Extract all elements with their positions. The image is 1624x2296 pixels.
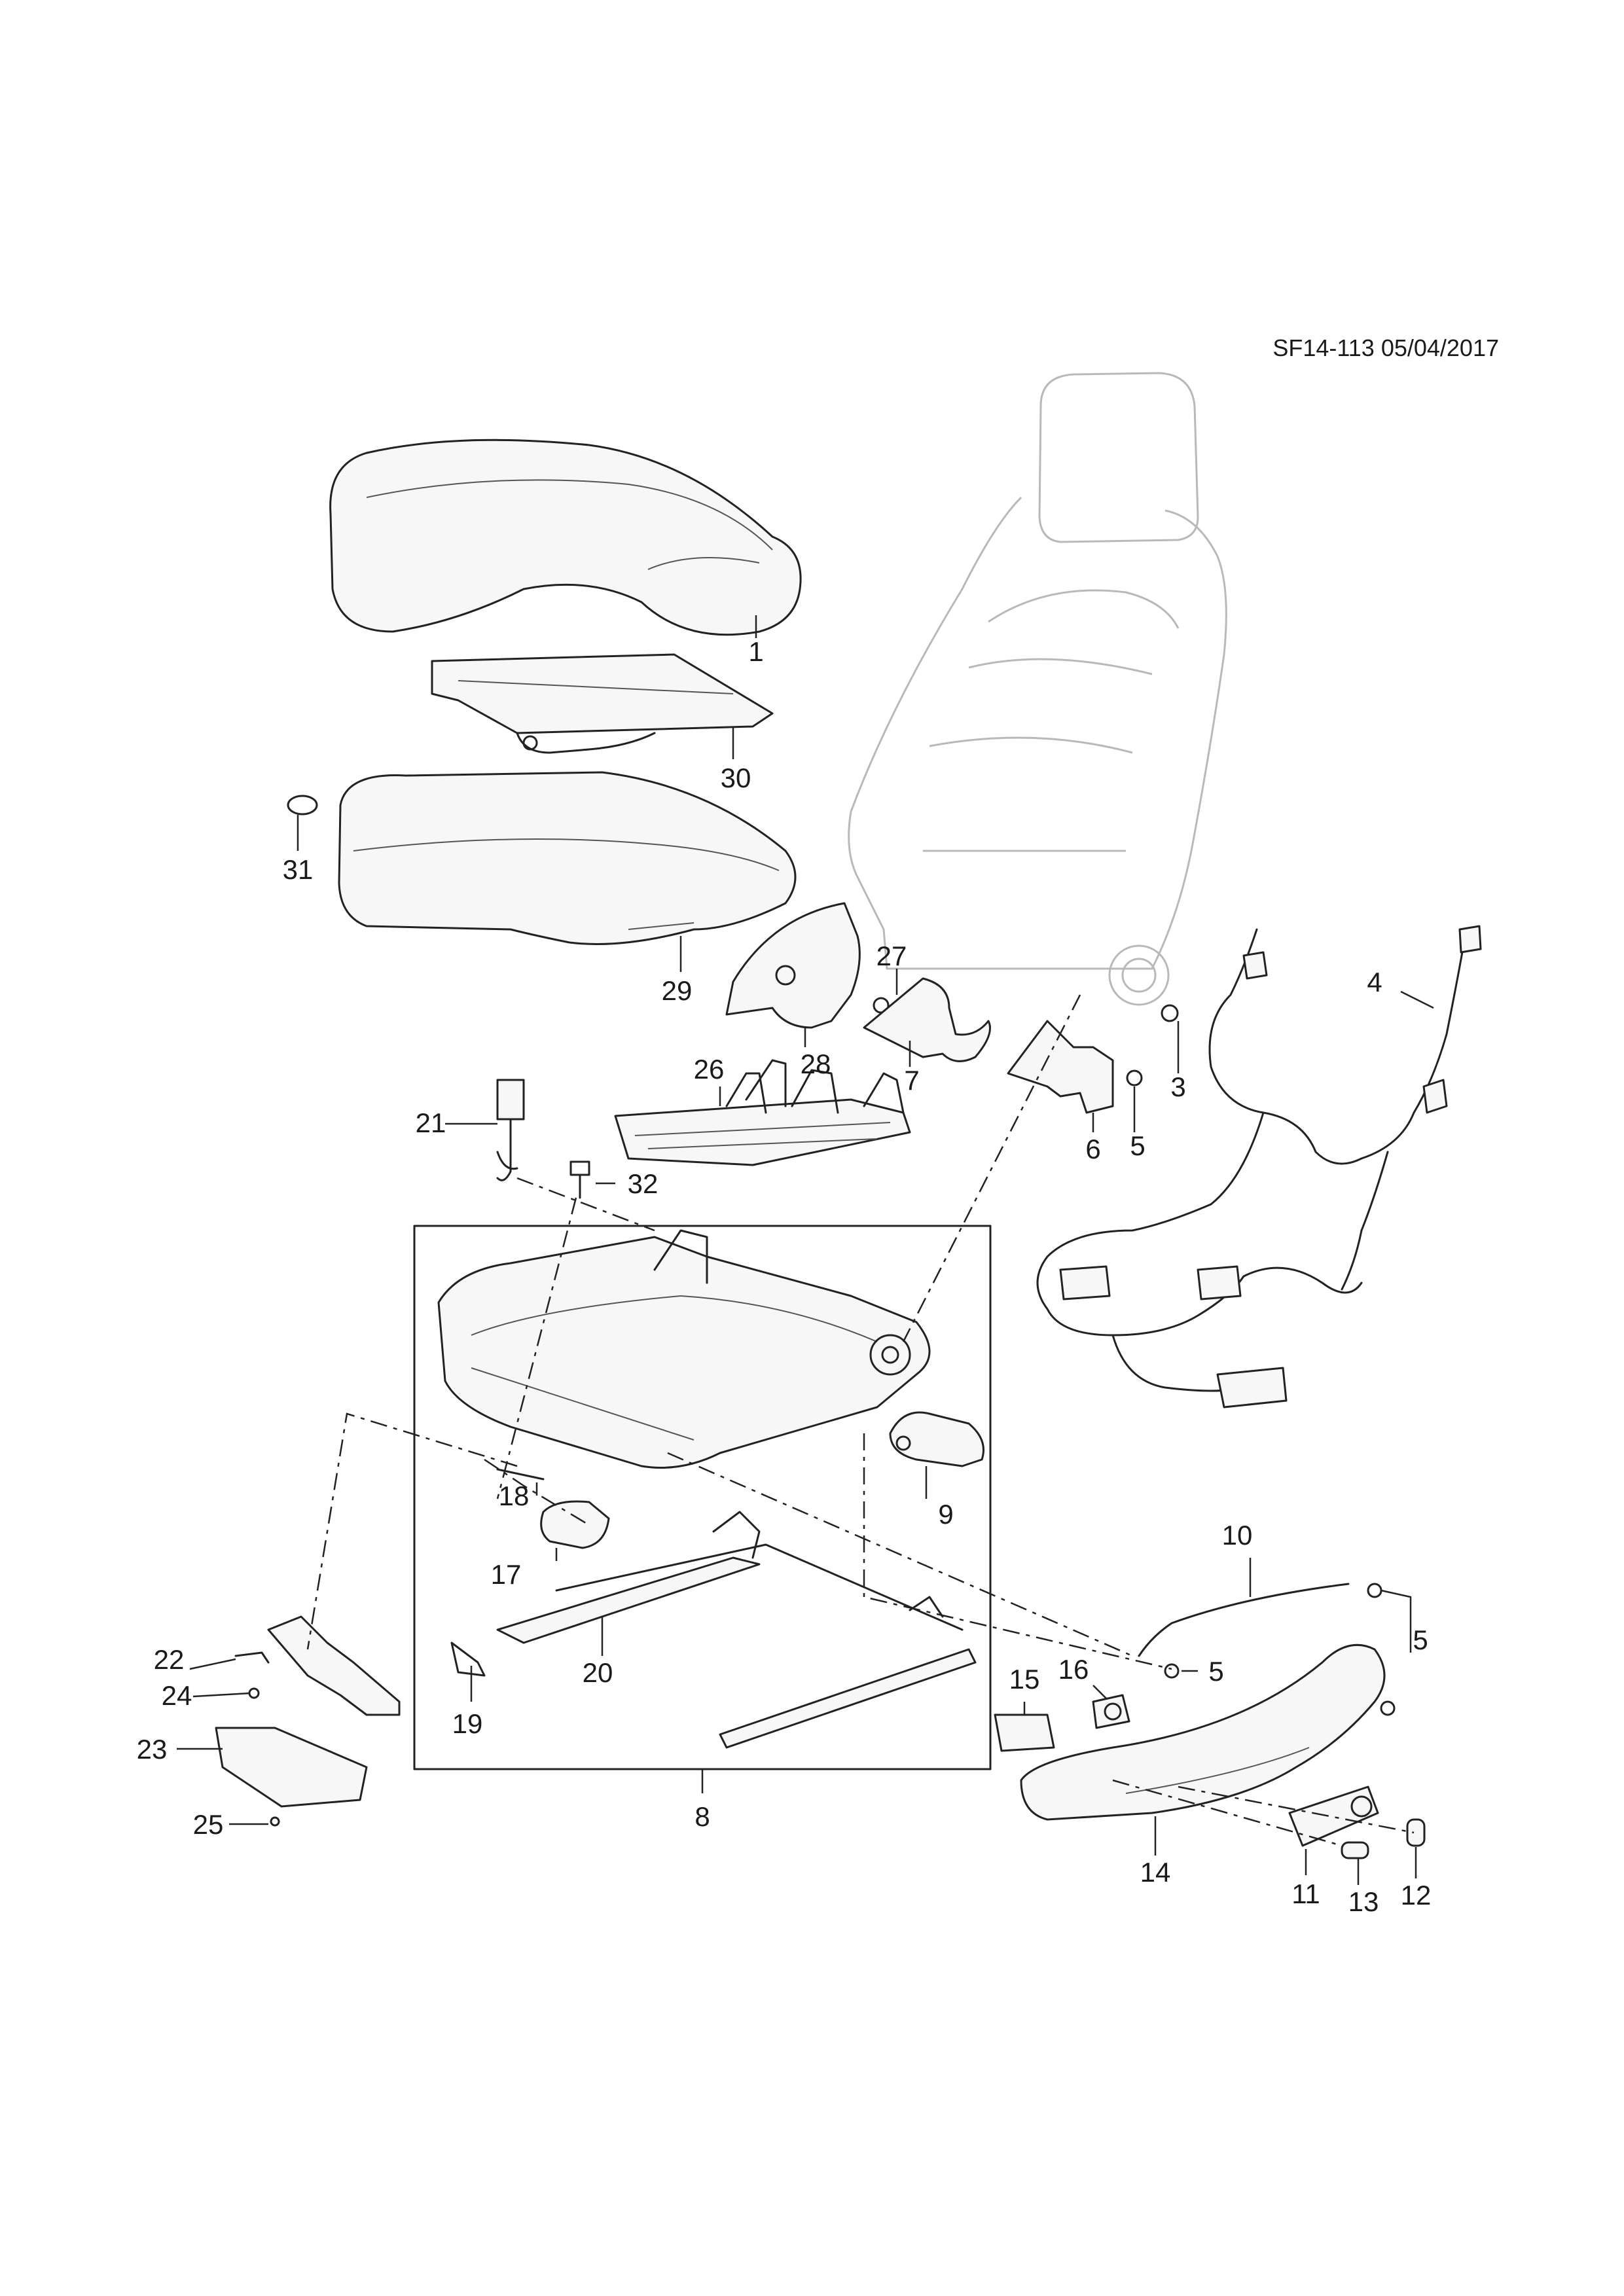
callout-7: 7 [904, 1065, 919, 1096]
assembly-lines [306, 994, 1415, 1847]
callout-28: 28 [801, 1049, 831, 1079]
clip-part-24 [248, 1687, 260, 1699]
cable-part-10 [1138, 1583, 1350, 1657]
callout-17: 17 [491, 1559, 522, 1590]
seat-spring-part-26 [614, 1059, 911, 1166]
cushion-pan-part-30 [431, 653, 774, 754]
callout-25: 25 [193, 1809, 224, 1840]
callout-20: 20 [583, 1657, 613, 1688]
switch-knob-part-16 [1092, 1694, 1130, 1729]
switch-cap-part-12 [1406, 1818, 1426, 1847]
support-bracket-part-22 [234, 1615, 401, 1716]
callout-9: 9 [938, 1499, 953, 1530]
side-shield-part-14 [1020, 1643, 1386, 1821]
callout-24: 24 [162, 1680, 192, 1711]
callout-10: 10 [1222, 1520, 1253, 1551]
callout-27: 27 [876, 941, 907, 971]
callout-11: 11 [1291, 1878, 1320, 1909]
callout-5b: 5 [1208, 1656, 1223, 1687]
switch-cap-part-13 [1341, 1841, 1369, 1859]
callout-21: 21 [416, 1107, 446, 1138]
switch-bezel-part-11 [1288, 1785, 1379, 1847]
nut-part-5a [1126, 1069, 1143, 1086]
callout-23: 23 [137, 1734, 168, 1765]
callouts: 1 3 4 5 5 5 6 7 8 9 10 11 12 13 14 15 16… [137, 636, 1432, 1917]
bolt-part-3 [1161, 1004, 1179, 1022]
recliner-bracket-part-6 [1007, 1020, 1114, 1114]
callout-6: 6 [1085, 1134, 1100, 1164]
callout-32: 32 [628, 1168, 659, 1199]
leader-lines [177, 615, 1434, 1885]
clip-ring-part-31 [287, 795, 318, 816]
callout-8: 8 [695, 1801, 710, 1832]
callout-12: 12 [1401, 1880, 1432, 1910]
callout-14: 14 [1140, 1857, 1171, 1888]
lower-cover-part-23 [215, 1727, 368, 1808]
callout-22: 22 [154, 1644, 185, 1675]
callout-29: 29 [662, 975, 693, 1006]
callout-31: 31 [283, 854, 314, 885]
callout-5a: 5 [1130, 1130, 1145, 1161]
seat-back-outline [848, 372, 1227, 1006]
side-bracket-part-28 [725, 902, 861, 1029]
callout-5c: 5 [1413, 1624, 1428, 1655]
callout-30: 30 [721, 762, 751, 793]
callout-3: 3 [1170, 1071, 1185, 1102]
screw-part-25 [270, 1816, 280, 1827]
bolt-part-32 [569, 1160, 590, 1199]
callout-16: 16 [1058, 1654, 1089, 1685]
wiring-harness-part-4 [1036, 925, 1482, 1408]
callout-26: 26 [694, 1054, 725, 1085]
callout-13: 13 [1348, 1886, 1379, 1917]
switch-part-15 [994, 1713, 1055, 1752]
document-reference: SF14-113 05/04/2017 [1272, 334, 1499, 361]
callout-1: 1 [748, 636, 763, 667]
seat-frame-assembly-part-8 [413, 1225, 992, 1770]
seat-cushion-cover-part-1 [329, 439, 802, 636]
callout-19: 19 [452, 1708, 483, 1739]
nut-part-5b [1164, 1663, 1180, 1679]
seat-belt-buckle-part-21 [496, 1079, 525, 1181]
callout-15: 15 [1009, 1664, 1040, 1695]
callout-18: 18 [499, 1480, 530, 1511]
callout-4: 4 [1367, 967, 1382, 997]
seat-cushion-foam-part-29 [338, 771, 797, 945]
side-trim-part-7 [863, 977, 991, 1062]
